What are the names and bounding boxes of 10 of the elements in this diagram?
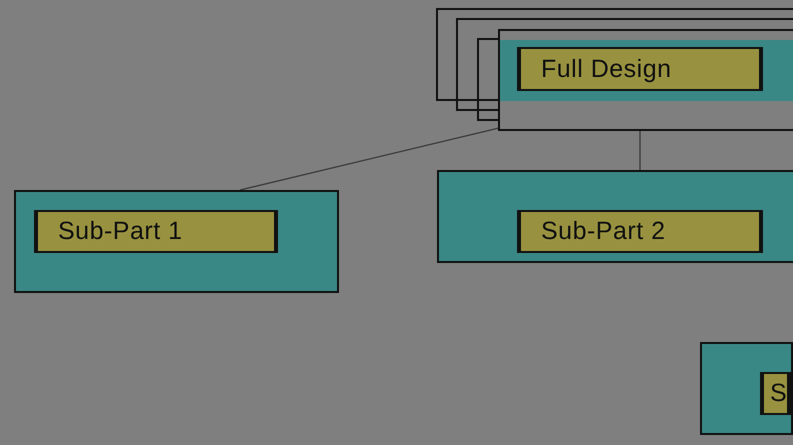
part-panel [700, 342, 793, 435]
stacked-frame [498, 29, 793, 131]
part-label: Sub-Part 2 [517, 210, 763, 253]
part-label: Full Design [517, 47, 763, 91]
connector-line [639, 131, 641, 170]
connector-line [240, 127, 500, 191]
part-panel [14, 190, 339, 293]
part-label: Sub-Part 1 [34, 210, 278, 253]
part-label: S [760, 372, 791, 415]
part-panel [437, 170, 793, 263]
